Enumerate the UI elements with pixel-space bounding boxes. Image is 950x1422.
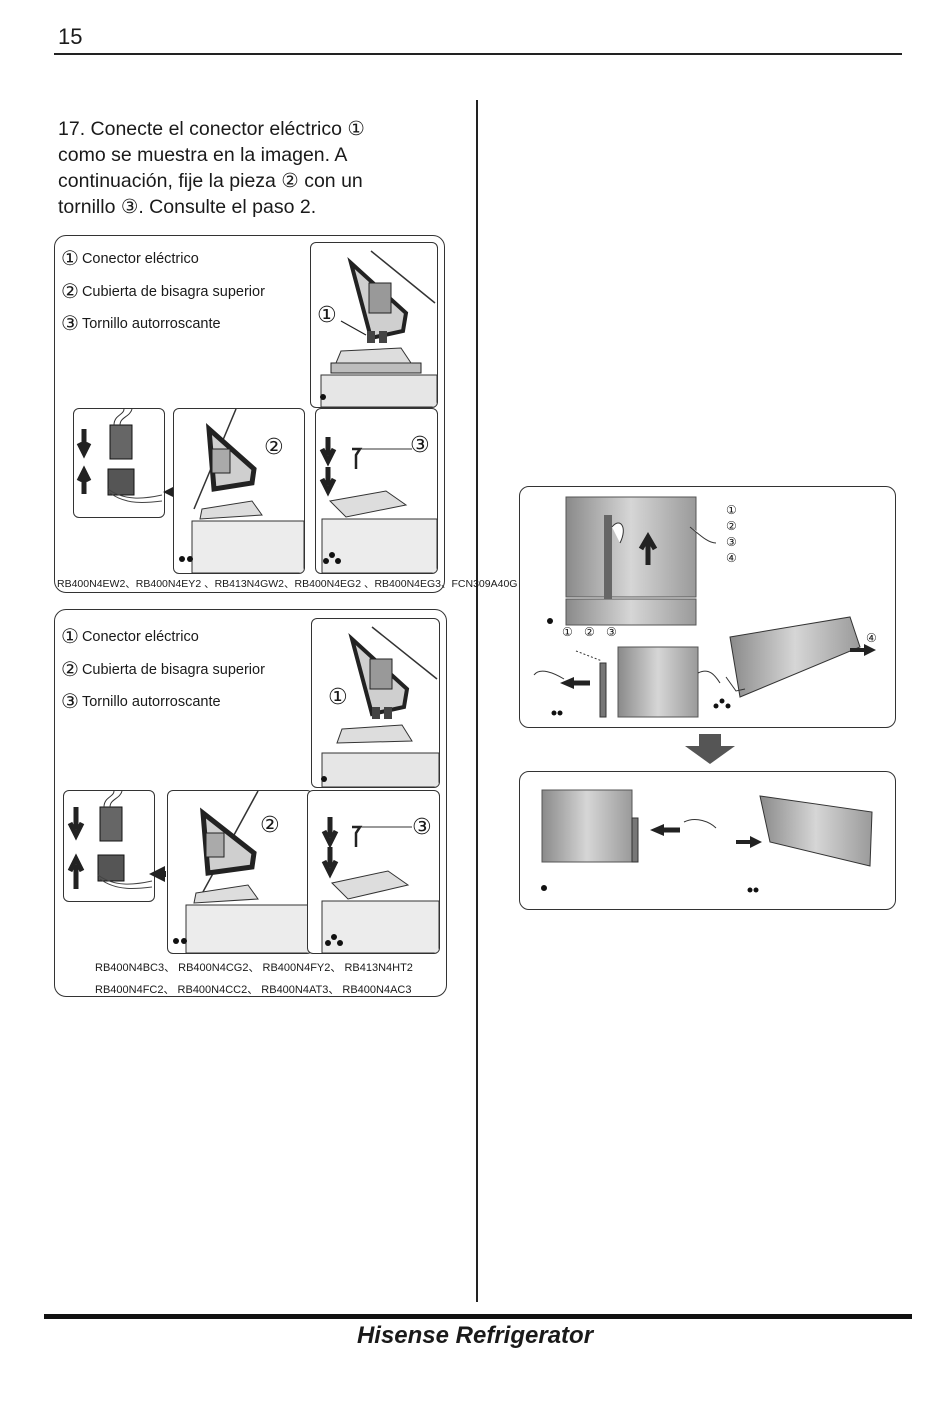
callout-three: ③ — [410, 433, 430, 458]
number-list-item: ④ — [726, 551, 737, 565]
callout-three: ③ — [412, 815, 432, 840]
page-number: 15 — [58, 24, 83, 49]
number-list-item: ① — [726, 503, 737, 517]
handle-callout: ② — [584, 625, 595, 639]
hinge-cover-illustration: ② — [167, 790, 313, 954]
footer-brand: Hisense Refrigerator — [356, 1322, 594, 1349]
arrow-down-icon — [685, 734, 735, 764]
screw-illustration: ③ — [315, 408, 438, 574]
legend-number: ③ — [61, 689, 79, 713]
connector-closeup-illustration — [73, 408, 165, 518]
door-handle-figure-top: ① ② ③ ④ ① ② ③ ④ — [519, 486, 896, 728]
legend-label: Tornillo autorroscante — [81, 316, 221, 332]
legend-label: Conector eléctrico — [81, 251, 199, 267]
legend-number: ① — [61, 624, 79, 648]
handle-callout: ③ — [606, 625, 617, 639]
callout-one: ① — [328, 685, 348, 710]
handle-callout: ① — [562, 625, 573, 639]
model-list-line: RB400N4FC2、 RB400N4CC2、 RB400N4AT3、 RB40… — [95, 984, 412, 996]
side-callout: ④ — [866, 631, 877, 645]
callout-two: ② — [260, 813, 280, 838]
header-rule — [54, 53, 902, 55]
legend-label: Conector eléctrico — [81, 629, 199, 645]
step-text-line: tornillo ③. Consulte el paso 2. — [58, 196, 317, 218]
number-list-item: ② — [726, 519, 737, 533]
footer-rule — [44, 1314, 912, 1319]
step-text-line: continuación, fije la pieza ② con un — [58, 170, 363, 192]
hinge-cover-illustration: ② — [173, 408, 305, 574]
legend-label: Cubierta de bisagra superior — [81, 662, 265, 678]
legend-label: Cubierta de bisagra superior — [81, 284, 265, 300]
callout-two: ② — [264, 435, 284, 460]
model-list-line: RB400N4BC3、 RB400N4CG2、 RB400N4FY2、 RB41… — [95, 962, 413, 974]
legend-number: ② — [61, 657, 79, 681]
screw-illustration: ③ — [307, 790, 440, 954]
step-17-text: 17. Conecte el conector eléctrico ① como… — [58, 116, 458, 220]
legend-label: Tornillo autorroscante — [81, 694, 221, 710]
number-list-item: ③ — [726, 535, 737, 549]
callout-one: ① — [317, 303, 337, 328]
legend-number: ① — [61, 246, 79, 270]
door-handle-figure-bottom — [519, 771, 896, 910]
model-list: RB400N4EW2、RB400N4EY2 、RB413N4GW2、RB400N… — [57, 578, 518, 590]
legend-number: ③ — [61, 311, 79, 335]
column-divider — [476, 100, 478, 1302]
legend-number: ② — [61, 279, 79, 303]
connector-closeup-illustration — [63, 790, 155, 902]
step-text-line: como se muestra en la imagen. A — [58, 144, 348, 166]
step-text-line: 17. Conecte el conector eléctrico ① — [58, 118, 365, 140]
hinge-connector-illustration: ① — [310, 242, 438, 408]
hinge-connector-illustration: ① — [311, 618, 440, 788]
